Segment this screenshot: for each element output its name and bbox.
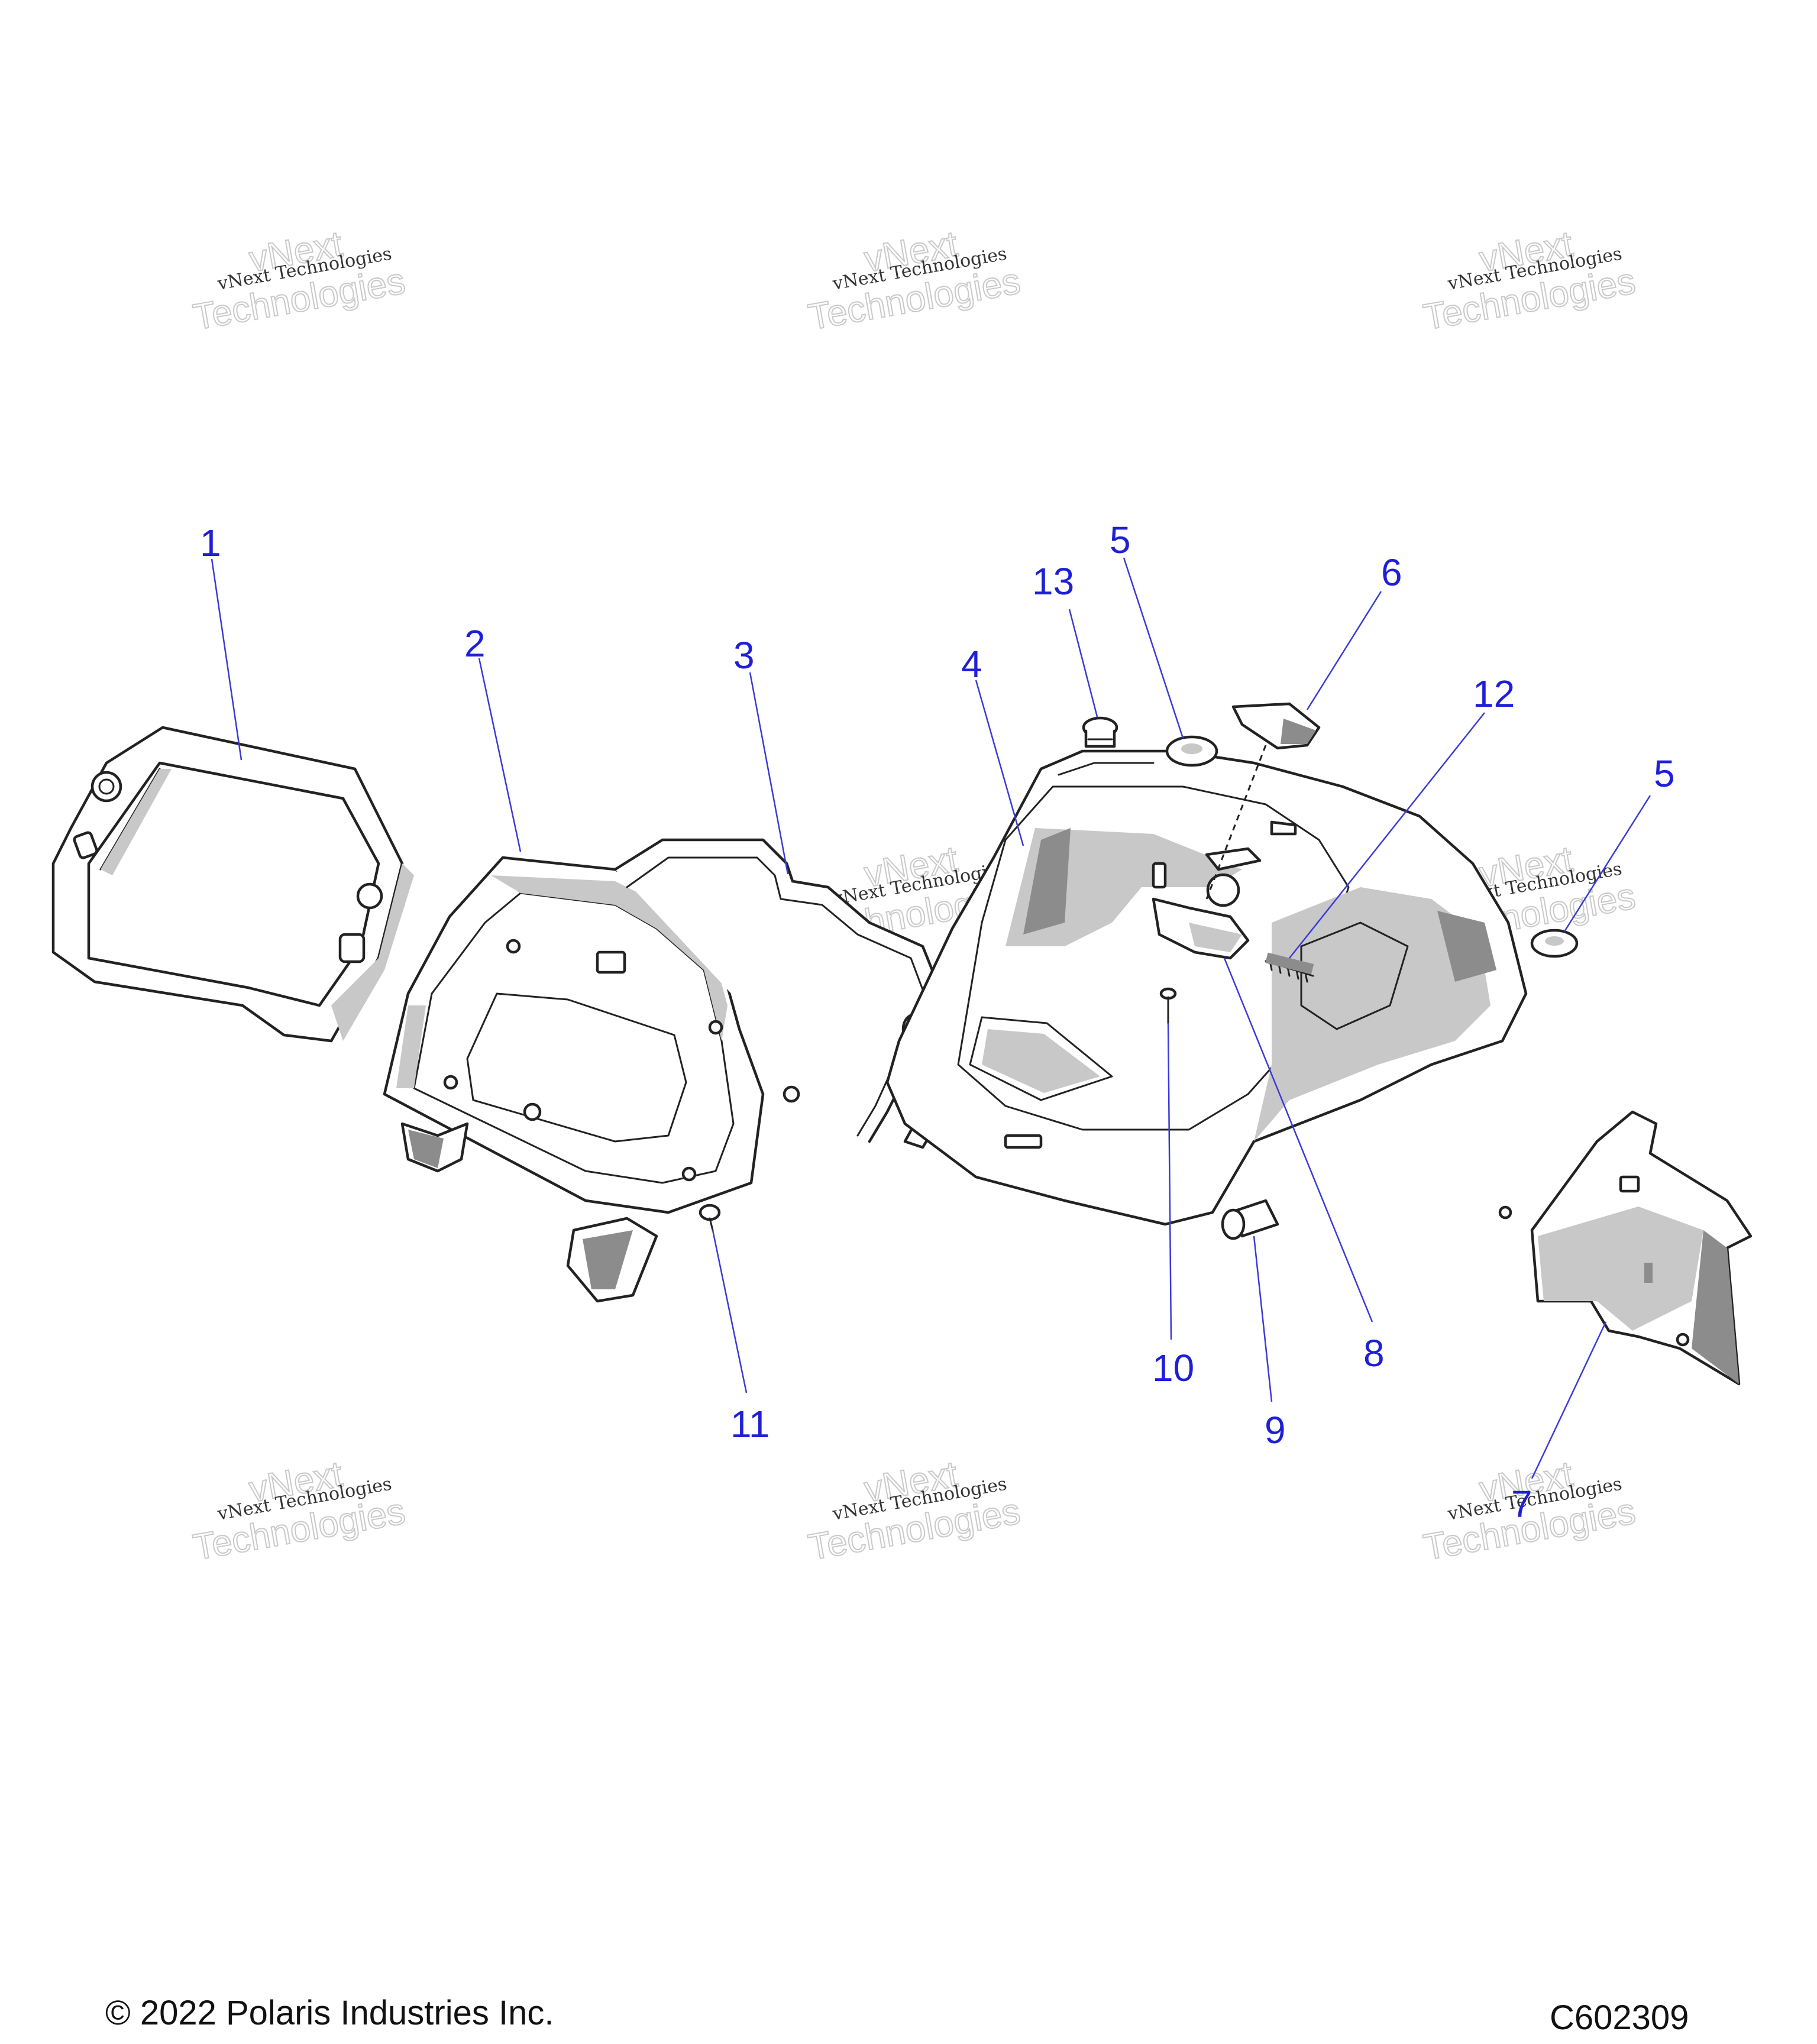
drawing-code: C602309: [1550, 1998, 1689, 2037]
leader-1: [211, 558, 243, 761]
part-13-plug[interactable]: [1082, 716, 1118, 748]
part-7-cover[interactable]: [1498, 1110, 1753, 1386]
knob-icon: [356, 882, 383, 910]
callout-5-right[interactable]: 5: [1654, 752, 1675, 795]
part-8-latch[interactable]: [1152, 897, 1250, 960]
callout-6[interactable]: 6: [1381, 551, 1402, 594]
part-5-grommet-right[interactable]: [1530, 929, 1579, 958]
leader-4: [975, 680, 1024, 846]
watermark-top-right: vNext vNext Technologies Technologies: [1420, 223, 1639, 338]
leader-2: [478, 658, 522, 852]
part-4-housing[interactable]: [885, 749, 1528, 1226]
watermark-top-left: vNext vNext Technologies Technologies: [190, 223, 409, 338]
callout-8[interactable]: 8: [1363, 1332, 1385, 1374]
leader-6: [1306, 591, 1382, 710]
callout-11[interactable]: 11: [730, 1403, 770, 1445]
part-12-spring[interactable]: [1265, 952, 1314, 983]
part-10-screw[interactable]: [1159, 987, 1177, 1024]
leader-5a: [1123, 557, 1184, 739]
leader-5b: [1563, 795, 1651, 932]
callout-7[interactable]: 7: [1511, 1483, 1533, 1525]
watermark-bottom-left: vNext vNext Technologies Technologies: [190, 1453, 409, 1568]
button-icon: [338, 933, 366, 963]
knob-icon: [90, 771, 122, 803]
watermark-top-center: vNext vNext Technologies Technologies: [805, 223, 1024, 338]
leader-8: [1223, 958, 1373, 1322]
part-11-screw[interactable]: [699, 1204, 721, 1231]
callout-4[interactable]: 4: [961, 643, 982, 685]
callout-5-upper[interactable]: 5: [1110, 519, 1131, 561]
part-1-display[interactable]: [51, 726, 414, 1043]
callout-2[interactable]: 2: [464, 622, 486, 665]
leader-9: [1253, 1236, 1273, 1402]
callout-10[interactable]: 10: [1152, 1347, 1194, 1389]
part-9-pin[interactable]: [1221, 1199, 1279, 1240]
leader-13: [1068, 609, 1098, 717]
leader-10: [1167, 1023, 1172, 1340]
leader-7: [1531, 1321, 1607, 1479]
button-icon: [73, 831, 98, 859]
callout-3[interactable]: 3: [733, 634, 755, 677]
watermark-bottom-center: vNext vNext Technologies Technologies: [805, 1453, 1024, 1568]
callout-1[interactable]: 1: [200, 522, 221, 564]
leader-3: [749, 672, 789, 875]
leader-11: [712, 1230, 748, 1393]
copyright-notice: © 2022 Polaris Industries Inc.: [105, 1994, 554, 2032]
part-6-clip[interactable]: [1231, 702, 1321, 750]
callout-12[interactable]: 12: [1473, 672, 1515, 715]
callout-9[interactable]: 9: [1265, 1409, 1286, 1451]
leader-12: [1289, 712, 1485, 959]
callout-13[interactable]: 13: [1032, 560, 1074, 603]
part-5-grommet-upper[interactable]: [1165, 735, 1218, 767]
